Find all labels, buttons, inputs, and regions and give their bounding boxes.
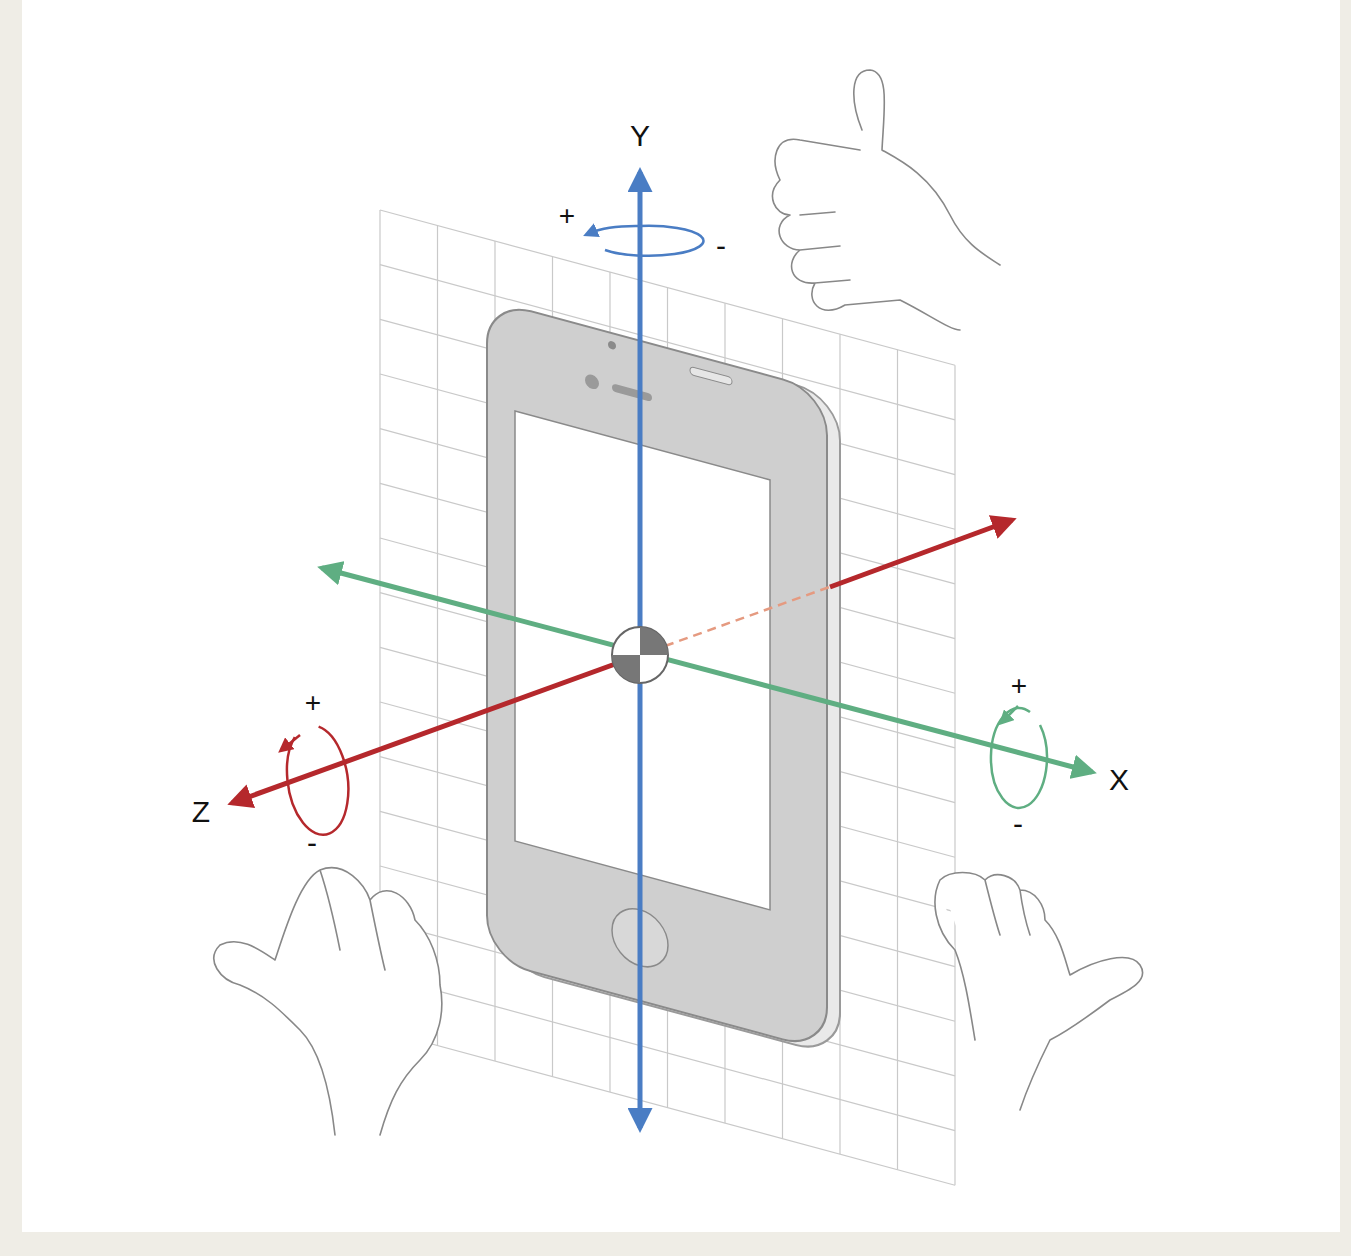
axis-letter: Y [630, 121, 650, 151]
grid-line [954, 365, 955, 1185]
grid-line [897, 350, 898, 1170]
grid-plane [380, 210, 955, 1185]
rotation-sign: + [559, 202, 575, 230]
x-rotation-head [1004, 706, 1018, 720]
z-axis-back [830, 520, 1012, 587]
hand-sketches [214, 70, 1143, 1135]
phone [487, 299, 840, 1056]
z-rotation-ring [281, 724, 355, 839]
grid-line [380, 1030, 955, 1185]
z-axis-hidden [665, 585, 835, 646]
origin-symbol [612, 627, 668, 683]
x-rotation-ring [991, 708, 1047, 808]
z-rotation-head [284, 735, 300, 748]
y-rotation-ring [590, 226, 703, 256]
white-panel [22, 0, 1340, 1232]
axis-letter: X [1109, 765, 1129, 795]
rotation-sign: + [305, 689, 321, 717]
rotation-sign: - [716, 231, 726, 261]
rotation-sign: - [307, 828, 317, 858]
x-axis [322, 568, 1092, 772]
z-axis-front [232, 655, 640, 803]
grid-line [437, 226, 438, 1046]
axis-letter: Z [192, 797, 210, 827]
rotation-sign: + [1011, 672, 1027, 700]
rotation-sign: - [1013, 809, 1023, 839]
